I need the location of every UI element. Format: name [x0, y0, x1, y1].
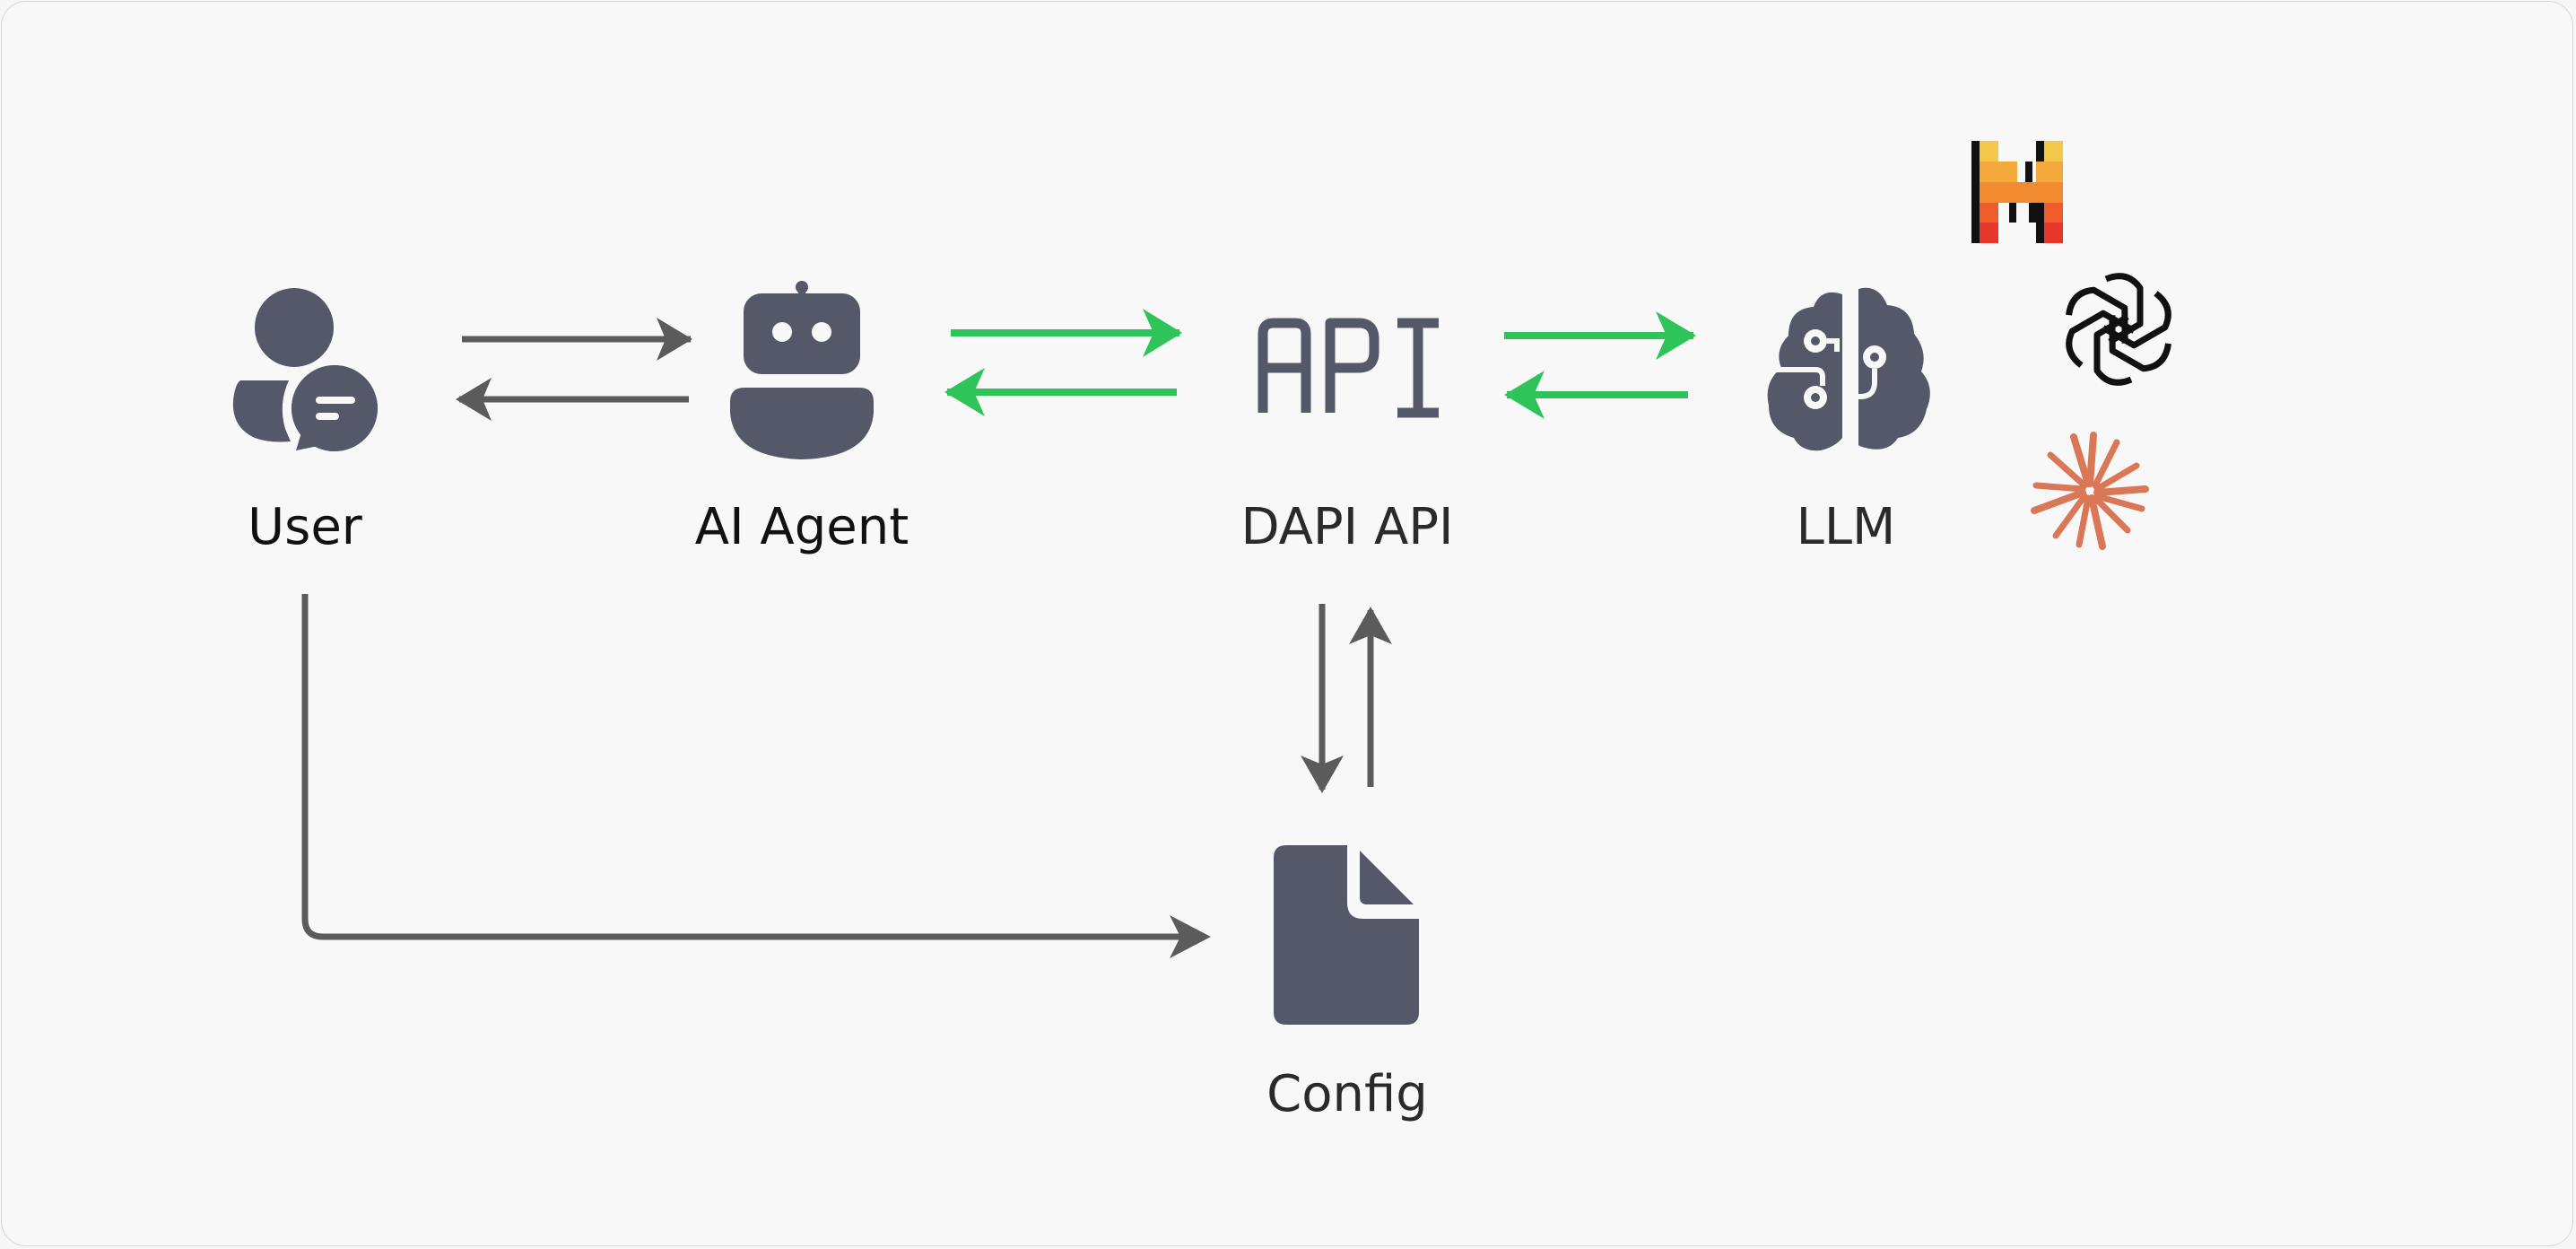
mistral-logo-icon: [1971, 141, 2063, 243]
user-label: User: [248, 498, 362, 556]
arrow-llm-to-api: [1504, 371, 1688, 419]
ai-agent-label: AI Agent: [694, 498, 909, 556]
llm-label: LLM: [1796, 498, 1896, 556]
arrow-api-to-config: [1301, 604, 1344, 793]
dapi-api-label: DAPI API: [1240, 498, 1454, 556]
document-icon: [1274, 845, 1419, 1025]
arrow-user-to-config: [301, 594, 1211, 958]
api-text-icon: [1258, 318, 1439, 418]
anthropic-logo-icon: [2031, 432, 2149, 550]
arrow-api-to-llm: [1504, 311, 1696, 360]
arrow-user-to-agent: [462, 318, 692, 361]
config-label: Config: [1266, 1065, 1428, 1123]
arrow-config-to-api: [1349, 607, 1392, 787]
openai-logo-icon: [2066, 273, 2171, 386]
brain-circuit-icon: [1767, 287, 1930, 451]
robot-icon: [730, 281, 874, 459]
arrow-agent-to-user: [456, 378, 689, 421]
user-chat-icon: [232, 288, 385, 459]
arrow-api-to-agent: [944, 368, 1177, 416]
arrow-agent-to-api: [951, 309, 1182, 357]
